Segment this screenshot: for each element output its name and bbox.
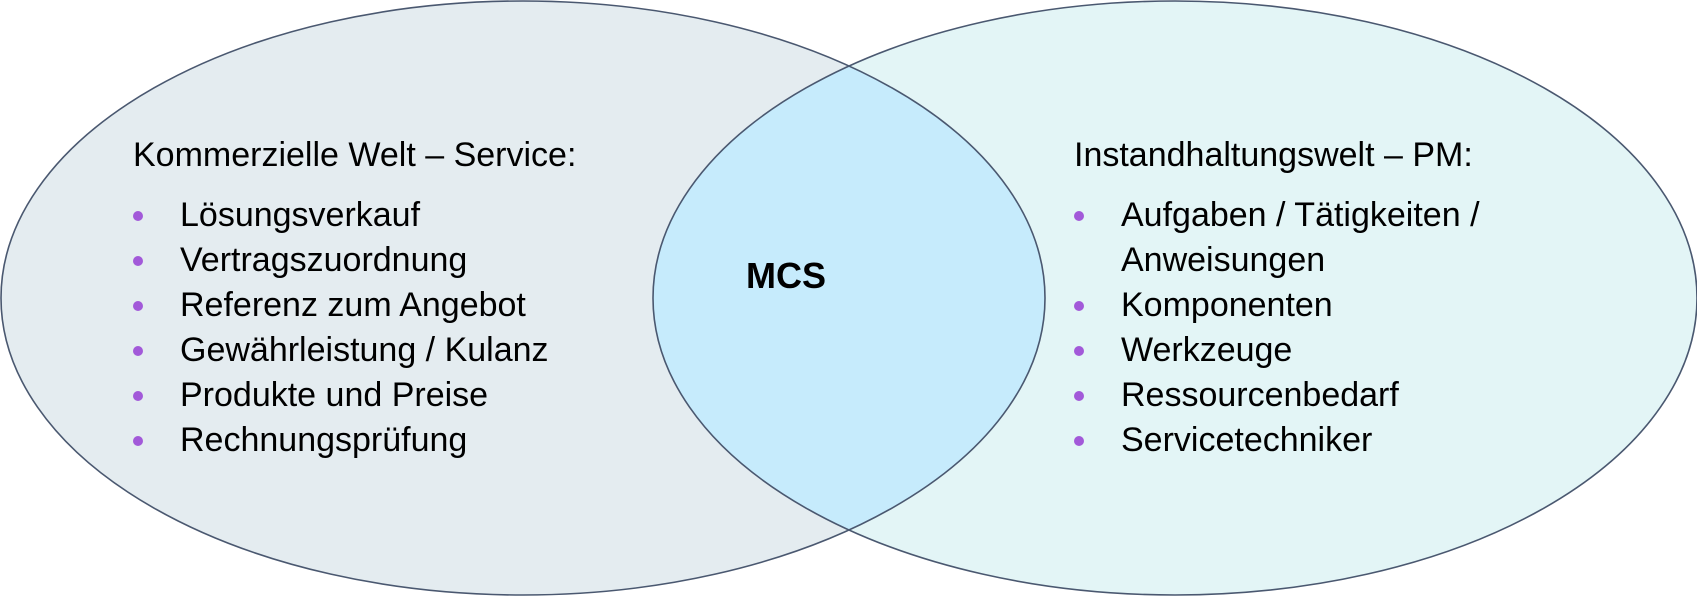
list-item: Referenz zum Angebot (133, 283, 576, 328)
list-item: Komponenten (1074, 283, 1480, 328)
list-item: Werkzeuge (1074, 328, 1480, 373)
bullet-icon (1074, 211, 1084, 221)
list-item: Produkte und Preise (133, 373, 576, 418)
bullet-icon (133, 346, 143, 356)
left-set-heading: Kommerzielle Welt – Service: (133, 136, 577, 174)
right-set-heading: Instandhaltungswelt – PM: (1074, 136, 1473, 174)
intersection-label: MCS (746, 255, 826, 296)
list-item: Gewährleistung / Kulanz (133, 328, 576, 373)
bullet-icon (133, 256, 143, 266)
right-set-list: Aufgaben / Tätigkeiten / Anweisungen Kom… (1074, 193, 1480, 463)
left-set-outline (0, 0, 1046, 596)
bullet-icon (1074, 346, 1084, 356)
bullet-icon (133, 436, 143, 446)
bullet-icon (133, 301, 143, 311)
list-item: Rechnungsprüfung (133, 418, 576, 463)
bullet-icon (1074, 301, 1084, 311)
intersection-region (653, 1, 1045, 595)
list-item: Ressourcenbedarf (1074, 373, 1480, 418)
right-set-content: Instandhaltungswelt – PM: Aufgaben / Tät… (1074, 135, 1480, 463)
bullet-icon (133, 391, 143, 401)
list-item: Lösungsverkauf (133, 193, 576, 238)
list-item: Aufgaben / Tätigkeiten / (1074, 193, 1480, 238)
list-item: Vertragszuordnung (133, 238, 576, 283)
list-item-continuation: Anweisungen (1121, 241, 1326, 279)
bullet-icon (133, 211, 143, 221)
list-item: Servicetechniker (1074, 418, 1480, 463)
bullet-icon (1074, 391, 1084, 401)
right-set-outline (652, 0, 1697, 596)
left-set-list: Lösungsverkauf Vertragszuordnung Referen… (133, 193, 576, 463)
bullet-icon (1074, 436, 1084, 446)
left-set-content: Kommerzielle Welt – Service: Lösungsverk… (133, 135, 576, 463)
